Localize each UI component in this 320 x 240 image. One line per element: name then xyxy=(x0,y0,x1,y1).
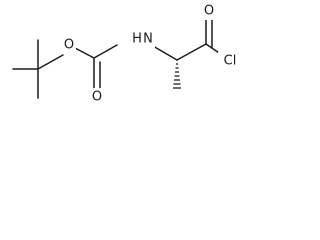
bond-tbu-to-oxygen xyxy=(37,54,64,70)
structure-diagram: O O H N O Cl xyxy=(12,2,242,106)
atom-label-oxygen-carbamate-carbonyl: O xyxy=(92,90,102,105)
bond-carbonyl-to-nitrogen xyxy=(93,44,118,59)
carbamate-group xyxy=(74,44,118,89)
alanyl-backbone xyxy=(152,19,223,61)
atom-label-nitrogen: N xyxy=(143,32,153,47)
atom-label-nh-hydrogen: H xyxy=(132,32,142,47)
bond-alpha-to-acyl-carbon xyxy=(176,43,207,61)
atom-label-oxygen-acyl: O xyxy=(204,4,214,19)
atom-label-oxygen-ester: O xyxy=(64,38,74,53)
bond-oxygen-to-carbonyl xyxy=(74,47,95,59)
atom-labels: O O H N O Cl xyxy=(62,2,242,106)
atom-label-chlorine: Cl xyxy=(224,54,237,69)
tert-butyl-group xyxy=(12,39,64,99)
hashed-wedge-methyl xyxy=(173,63,181,89)
bond-nitrogen-to-alpha-carbon xyxy=(152,45,178,61)
